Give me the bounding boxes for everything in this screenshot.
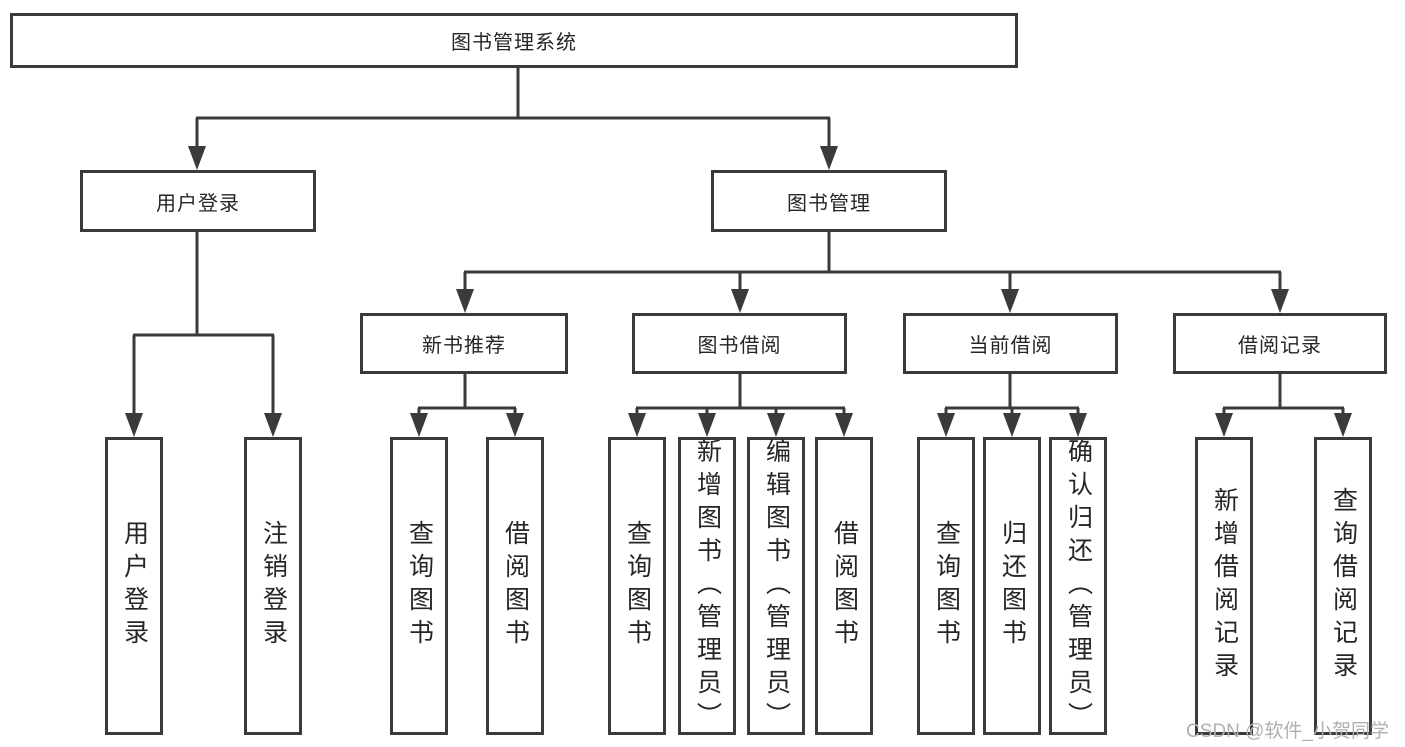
leaf-logout: 注销登录 <box>244 437 302 735</box>
leaf-br-add-record: 新增借阅记录 <box>1195 437 1253 735</box>
leaf-bb-edit-books-admin-label: 编辑图书（管理员） <box>762 437 791 735</box>
leaf-cb-return-books-label: 归还图书 <box>998 520 1027 652</box>
leaf-user-login: 用户登录 <box>105 437 163 735</box>
node-borrow-records-label: 借阅记录 <box>1238 335 1322 357</box>
node-book-borrow: 图书借阅 <box>632 313 847 374</box>
leaf-br-query-record: 查询借阅记录 <box>1314 437 1372 735</box>
node-current-borrow-label: 当前借阅 <box>968 335 1053 357</box>
node-root: 图书管理系统 <box>10 13 1018 68</box>
leaf-nb-query-books-label: 查询图书 <box>405 520 434 652</box>
node-user-login: 用户登录 <box>80 170 316 232</box>
leaf-user-login-label: 用户登录 <box>120 520 149 652</box>
leaf-cb-confirm-return-admin-label: 确认归还（管理员） <box>1064 437 1093 735</box>
leaf-nb-query-books: 查询图书 <box>390 437 448 735</box>
node-current-borrow: 当前借阅 <box>903 313 1118 374</box>
leaf-nb-borrow-books: 借阅图书 <box>486 437 544 735</box>
node-new-book-recommend: 新书推荐 <box>360 313 568 374</box>
leaf-bb-query-books-label: 查询图书 <box>623 520 652 652</box>
leaf-nb-borrow-books-label: 借阅图书 <box>501 520 530 652</box>
node-borrow-records: 借阅记录 <box>1173 313 1387 374</box>
leaf-bb-borrow-books: 借阅图书 <box>815 437 873 735</box>
leaf-bb-add-books-admin-label: 新增图书（管理员） <box>693 437 722 735</box>
leaf-br-query-record-label: 查询借阅记录 <box>1329 487 1358 685</box>
node-book-borrow-label: 图书借阅 <box>697 335 782 357</box>
leaf-br-add-record-label: 新增借阅记录 <box>1210 487 1239 685</box>
leaf-cb-query-books: 查询图书 <box>917 437 975 735</box>
leaf-bb-borrow-books-label: 借阅图书 <box>830 520 859 652</box>
leaf-logout-label: 注销登录 <box>259 520 288 652</box>
leaf-cb-return-books: 归还图书 <box>983 437 1041 735</box>
node-root-label: 图书管理系统 <box>451 32 577 54</box>
leaf-cb-query-books-label: 查询图书 <box>932 520 961 652</box>
node-book-management: 图书管理 <box>711 170 947 232</box>
leaf-cb-confirm-return-admin: 确认归还（管理员） <box>1049 437 1107 735</box>
csdn-watermark: CSDN @软件_小贺同学 <box>1186 721 1389 742</box>
leaf-bb-edit-books-admin: 编辑图书（管理员） <box>747 437 805 735</box>
node-book-management-label: 图书管理 <box>787 192 871 215</box>
node-new-book-recommend-label: 新书推荐 <box>422 335 506 357</box>
node-user-login-label: 用户登录 <box>156 192 240 215</box>
leaf-bb-add-books-admin: 新增图书（管理员） <box>678 437 736 735</box>
leaf-bb-query-books: 查询图书 <box>608 437 666 735</box>
